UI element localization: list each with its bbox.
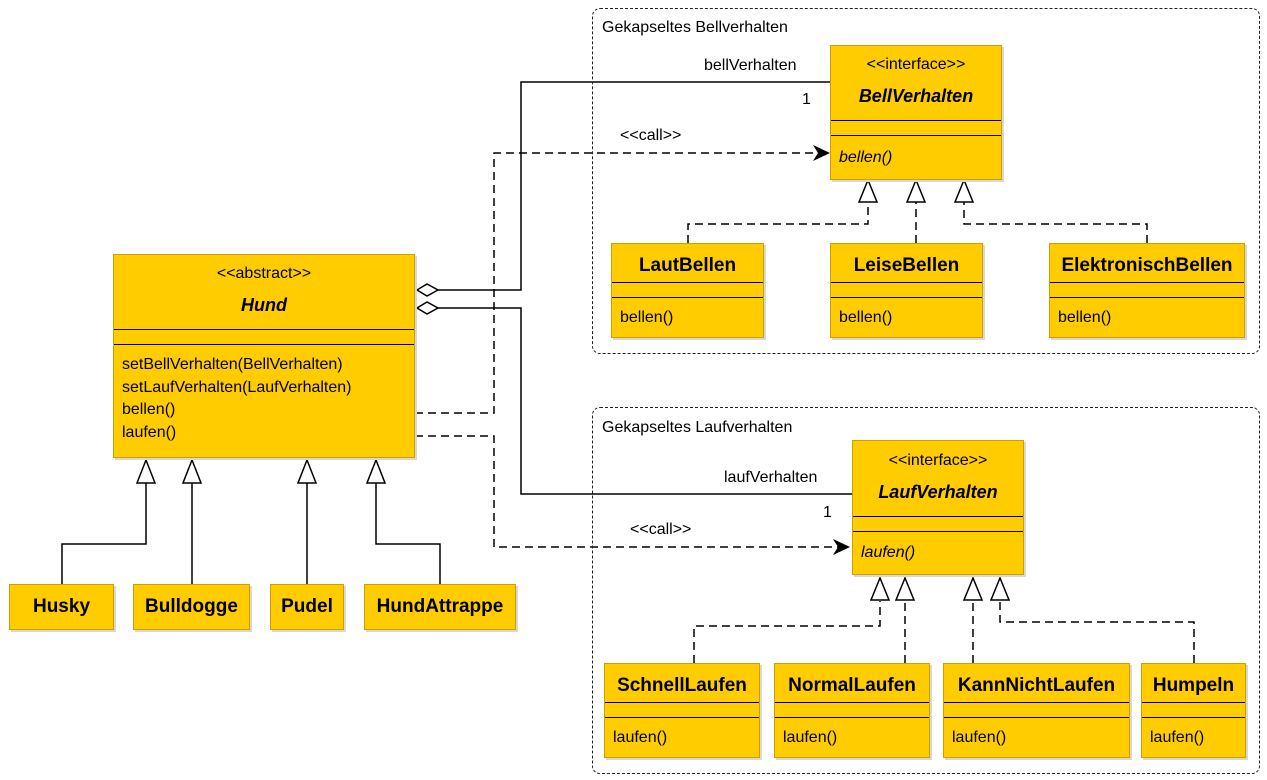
call-arrowhead-bell [813,145,830,161]
generalization-triangle-4 [365,457,387,484]
package-bellverhalten-label: Gekapseltes Bellverhalten [602,19,788,36]
aggregation-diamond-bell [415,283,440,297]
class-humpeln[interactable]: Humpeln laufen() [1141,663,1246,758]
bellverhalten-role-label: bellVerhalten [704,57,797,74]
hund-operation: setBellVerhalten(BellVerhalten) [122,356,343,373]
class-pudel[interactable]: Pudel [270,584,344,630]
call-dependency-lauf [415,435,838,548]
laufverhalten-role-label: laufVerhalten [724,469,818,486]
realization-triangle-2 [905,178,927,203]
bell-call-label: <<call>> [620,127,682,144]
realization-triangle-1 [857,178,879,203]
aggregation-diamond-lauf [415,301,440,315]
association-line-bell [438,81,830,291]
normallaufen-name: NormalLaufen [788,675,916,696]
package-laufverhalten [592,407,1260,774]
hund-class-name: Hund [241,295,287,315]
class-kannnichtlaufen[interactable]: KannNichtLaufen laufen() [943,663,1130,758]
generalization-triangle-1 [135,457,157,484]
hund-operations: setBellVerhalten(BellVerhalten) setLaufV… [122,354,352,444]
elektronischbellen-operation: bellen() [1058,309,1112,326]
interface-laufverhalten[interactable]: <<interface>> LaufVerhalten laufen() [852,440,1024,575]
class-elektronischbellen[interactable]: ElektronischBellen bellen() [1049,243,1245,338]
humpeln-operation: laufen() [1150,729,1205,746]
call-arrowhead-lauf [833,539,850,555]
bellverhalten-stereotype: <<interface>> [866,56,966,73]
class-normallaufen[interactable]: NormalLaufen laufen() [774,663,930,758]
bellverhalten-operation: bellen() [839,149,893,166]
realization-triangle-5 [894,576,916,601]
class-leisebellen[interactable]: LeiseBellen bellen() [830,243,983,338]
elektronischbellen-name: ElektronischBellen [1061,255,1233,276]
realization-lautbellen [687,201,869,243]
laufverhalten-operation: laufen() [861,544,916,561]
class-husky[interactable]: Husky [9,584,114,630]
hund-stereotype: <<abstract>> [216,265,312,282]
schnelllaufen-name: SchnellLaufen [617,675,747,696]
realization-humpeln [999,601,1195,663]
call-dependency-bell [415,152,818,414]
laufverhalten-stereotype: <<interface>> [888,452,988,469]
realization-triangle-7 [989,576,1011,601]
laufverhalten-multiplicity: 1 [823,504,832,521]
humpeln-name: Humpeln [1152,675,1235,696]
kannnichtlaufen-name: KannNichtLaufen [957,675,1116,696]
generalization-triangle-2 [181,457,203,484]
realization-schnelllaufen [693,601,881,663]
generalization-husky [61,483,147,584]
generalization-triangle-3 [296,457,318,484]
lautbellen-operation: bellen() [620,309,674,326]
schnelllaufen-operation: laufen() [613,729,668,746]
class-lautbellen[interactable]: LautBellen bellen() [611,243,764,338]
realization-triangle-4 [869,576,891,601]
laufverhalten-name: LaufVerhalten [878,482,998,502]
hund-operation: bellen() [122,401,176,418]
package-bellverhalten [592,8,1260,354]
realization-triangle-3 [953,178,975,203]
lautbellen-name: LautBellen [638,255,737,276]
class-schnelllaufen[interactable]: SchnellLaufen laufen() [604,663,760,758]
class-hundattrappe[interactable]: HundAttrappe [364,584,516,630]
leisebellen-name: LeiseBellen [853,255,960,276]
leisebellen-operation: bellen() [839,309,893,326]
hund-operation: setLaufVerhalten(LaufVerhalten) [122,378,352,396]
bellverhalten-name: BellVerhalten [858,86,974,106]
bellverhalten-multiplicity: 1 [802,91,811,108]
hund-operation: laufen() [122,423,177,441]
normallaufen-operation: laufen() [783,729,838,746]
realization-elektronischbellen [963,201,1148,243]
class-bulldogge[interactable]: Bulldogge [133,584,250,630]
association-line-lauf [438,307,852,495]
interface-bellverhalten[interactable]: <<interface>> BellVerhalten bellen() [830,45,1002,180]
package-laufverhalten-label: Gekapseltes Laufverhalten [602,419,793,436]
generalization-hundattrappe [375,483,441,584]
lauf-call-label: <<call>> [630,521,692,538]
class-hund[interactable]: <<abstract>> Hund setBellVerhalten(BellV… [113,254,415,458]
kannnichtlaufen-operation: laufen() [952,729,1007,746]
realization-triangle-6 [962,576,984,601]
